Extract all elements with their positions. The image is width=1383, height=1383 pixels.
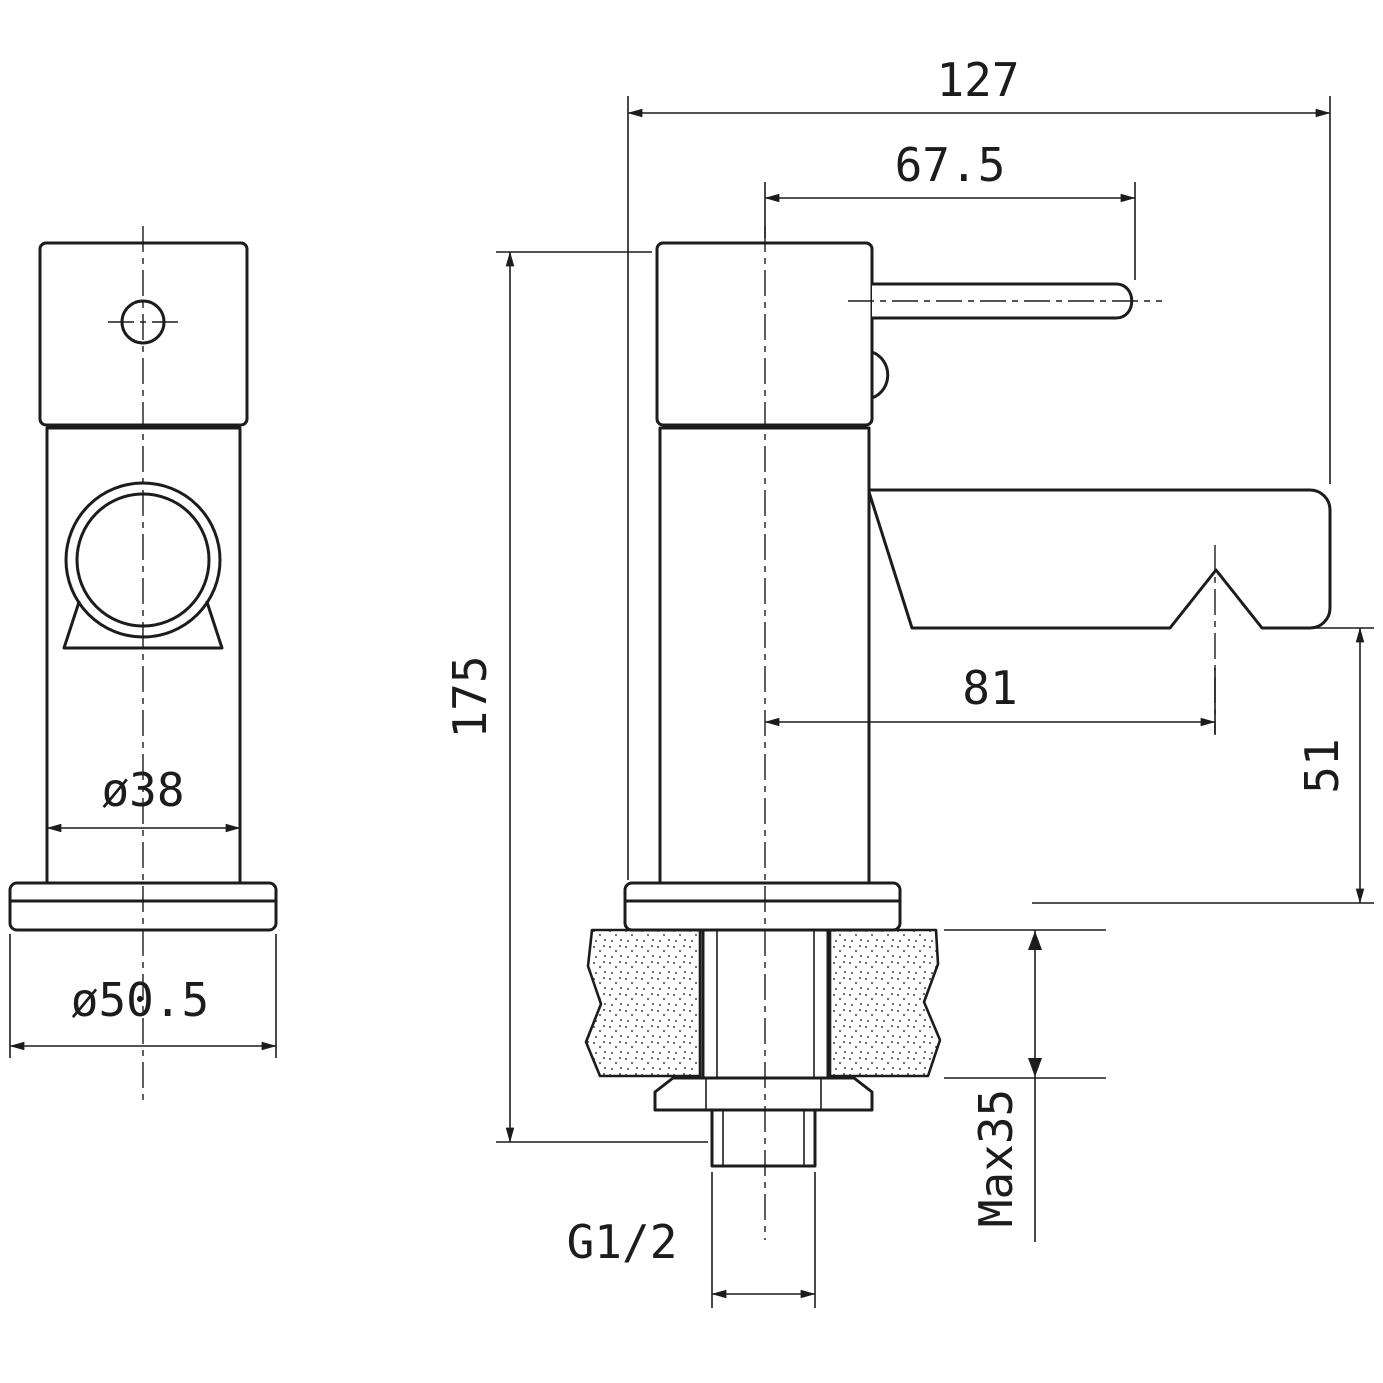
arrowhead-down bbox=[1028, 1058, 1042, 1077]
dimension-label-dia50: ø50.5 bbox=[71, 973, 209, 1027]
dimension-label-g12: G1/2 bbox=[567, 1215, 678, 1269]
dimension-label-175: 175 bbox=[443, 655, 497, 738]
deck-section-left bbox=[584, 928, 702, 1078]
backnut bbox=[653, 1076, 874, 1112]
dimension-body-diameter: ø38 bbox=[46, 763, 241, 833]
dimension-max-panel-thickness: Max35 bbox=[944, 929, 1106, 1242]
side-base-flange bbox=[623, 881, 902, 932]
dimension-spout-reach: 81 bbox=[764, 661, 1216, 734]
dimension-overall-width: 127 bbox=[627, 53, 1331, 880]
front-view: ø38 ø50.5 bbox=[8, 226, 278, 1106]
dimension-thread-size: G1/2 bbox=[567, 1172, 816, 1308]
head-side-bump bbox=[870, 350, 890, 400]
dimension-label-max35: Max35 bbox=[969, 1089, 1023, 1227]
threaded-tail bbox=[710, 1108, 817, 1168]
spout-outline bbox=[867, 488, 1332, 630]
side-view: 127 67.5 175 81 51 bbox=[443, 53, 1374, 1308]
dimension-overall-height: 175 bbox=[443, 251, 708, 1143]
dimension-outlet-height: 51 bbox=[1032, 627, 1374, 904]
dimension-label-dia38: ø38 bbox=[101, 763, 184, 817]
dimension-base-diameter: ø50.5 bbox=[9, 934, 277, 1058]
deck-section-right bbox=[828, 928, 942, 1078]
dimension-label-127: 127 bbox=[936, 53, 1019, 107]
arrowhead-up bbox=[1028, 931, 1042, 950]
dimension-handle-reach: 67.5 bbox=[764, 138, 1136, 280]
dimension-label-51: 51 bbox=[1295, 738, 1349, 793]
dimension-label-81: 81 bbox=[962, 661, 1017, 715]
dimension-label-67-5: 67.5 bbox=[895, 138, 1006, 192]
